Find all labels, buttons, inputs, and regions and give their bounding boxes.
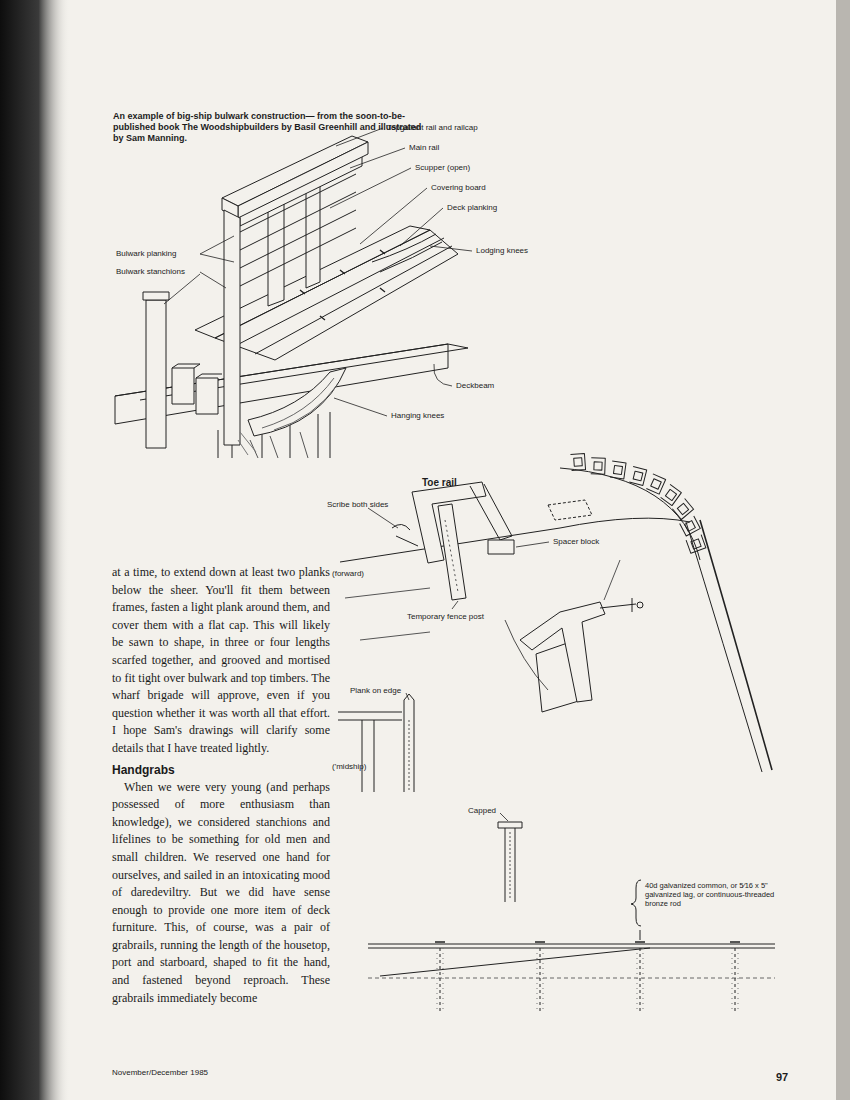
part-label: Scupper (open) [415, 163, 470, 173]
part-label: Deckbeam [456, 381, 494, 391]
part-label: Temporary fence post [407, 612, 484, 622]
section-heading: Handgrabs [112, 762, 330, 778]
part-label: Lodging knees [476, 246, 528, 256]
part-label: Plank on edge [350, 686, 401, 696]
part-label: Deck planking [447, 203, 497, 213]
view-label: (forward) [332, 569, 364, 579]
body-paragraph: When we were very young (and perhaps pos… [112, 779, 330, 1008]
bulwark-drawing [115, 136, 468, 458]
fastener-note: 40d galvanized common, or 5⁄16 x 5" galv… [645, 881, 780, 908]
leader-lines [164, 128, 472, 416]
text-column: at a time, to extend down at least two p… [112, 564, 330, 1007]
binding-shadow [0, 0, 70, 1100]
part-label: Scribe both sides [327, 500, 388, 510]
leader-lines [368, 508, 549, 821]
section-drawings [338, 694, 522, 902]
body-paragraph: at a time, to extend down at least two p… [112, 564, 330, 758]
part-label: Capped [468, 806, 496, 816]
page-edge [836, 0, 850, 1100]
view-label: ('midship) [332, 762, 366, 772]
figure-heading: Toe rail [422, 477, 457, 489]
issue-date: November/December 1985 [112, 1068, 208, 1078]
page-number: 97 [776, 1071, 788, 1084]
part-label: Bulwark planking [116, 249, 176, 259]
part-label: Topgallant rail and railcap [387, 123, 478, 133]
part-label: Spacer block [553, 537, 599, 547]
part-label: Bulwark stanchions [116, 267, 185, 277]
part-label: Main rail [409, 143, 439, 153]
toe-rail-drawing [340, 454, 772, 772]
fastening-diagram [368, 880, 775, 1012]
part-label: Covering board [431, 183, 486, 193]
part-label: Hanging knees [391, 411, 444, 421]
figure-caption: An example of big-ship bulwark construct… [113, 111, 423, 144]
